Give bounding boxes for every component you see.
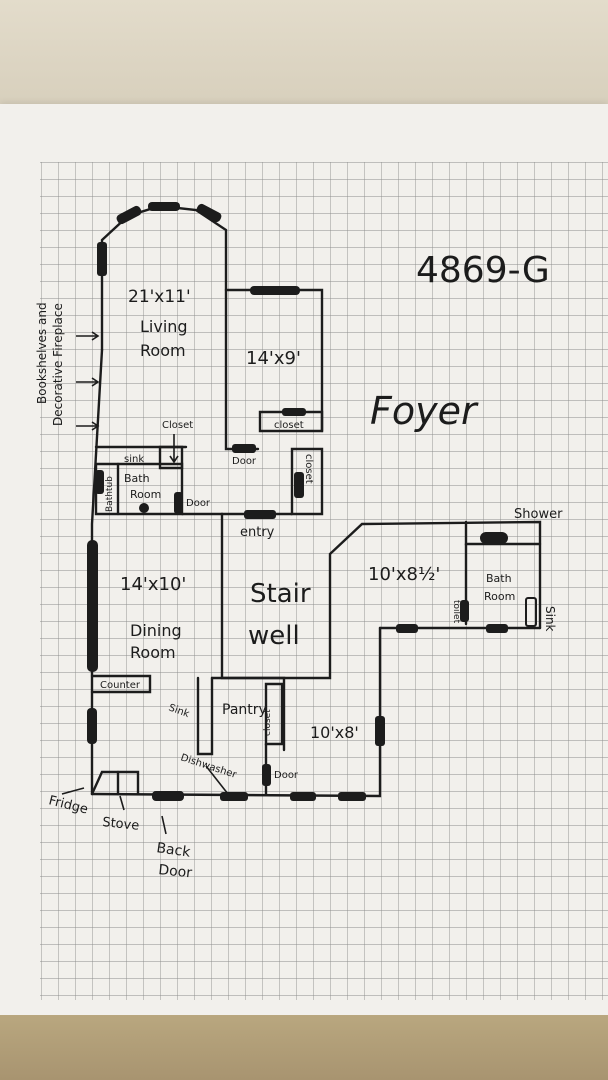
sink-small-label: sink: [124, 454, 144, 465]
graph-paper-sheet: 4869-G Foyer 21'x11' Living Room 14'x9' …: [0, 104, 608, 1020]
right-bath-name-2: Room: [484, 590, 515, 603]
bookshelves-label-2: Decorative Fireplace: [51, 303, 65, 426]
door-bedroom-label: Door: [232, 456, 257, 467]
dining-room-dims: 14'x10': [120, 574, 186, 595]
desk-surface-top: [0, 0, 608, 110]
right-bath-name-1: Bath: [486, 572, 512, 585]
bathtub-label: Bathtub: [105, 476, 115, 512]
door-kitchen-label: Door: [274, 770, 299, 781]
closet-pantry-label: closet: [263, 709, 273, 736]
floor-plan-drawing: 4869-G Foyer 21'x11' Living Room 14'x9' …: [35, 162, 608, 1000]
foyer-label: Foyer: [370, 389, 479, 433]
bookshelves-label-1: Bookshelves and: [35, 302, 49, 404]
door-bath-label: Door: [186, 498, 211, 509]
living-room-dims: 21'x11': [128, 287, 191, 307]
toilet-right-label: toilet: [451, 600, 461, 624]
dining-room-name-1: Dining: [130, 621, 182, 640]
bookshelf-arrows: [61, 331, 229, 835]
pantry-label: Pantry: [222, 702, 267, 718]
desk-surface-bottom: [0, 1015, 608, 1080]
grid-lines: [40, 162, 608, 1000]
kitchen-dims: 10'x8': [310, 723, 359, 742]
sheet-code: 4869-G: [416, 250, 550, 291]
sink-right-label: Sink: [543, 606, 557, 632]
small-bath-name-1: Bath: [124, 472, 150, 485]
stove-label: Stove: [102, 815, 140, 834]
small-bath-name-2: Room: [130, 488, 161, 501]
living-room-name-1: Living: [140, 317, 188, 336]
back-door-label-2: Door: [158, 862, 193, 881]
living-room-name-2: Room: [140, 341, 186, 360]
right-room-dims: 10'x8½': [368, 564, 440, 585]
closet-vertical-label: closet: [303, 454, 314, 484]
counter-label: Counter: [100, 680, 141, 691]
stairwell-name-1: Stair: [250, 579, 311, 609]
back-door-label-1: Back: [155, 840, 192, 861]
entry-label: entry: [240, 525, 275, 540]
window-marks: [87, 202, 537, 801]
closet-top-label: Closet: [162, 420, 193, 431]
bedroom-dims: 14'x9': [246, 348, 301, 369]
closet-box-label: closet: [274, 420, 304, 431]
shower-label: Shower: [514, 507, 563, 522]
dining-room-name-2: Room: [130, 643, 176, 662]
stairwell-name-2: well: [248, 621, 300, 651]
